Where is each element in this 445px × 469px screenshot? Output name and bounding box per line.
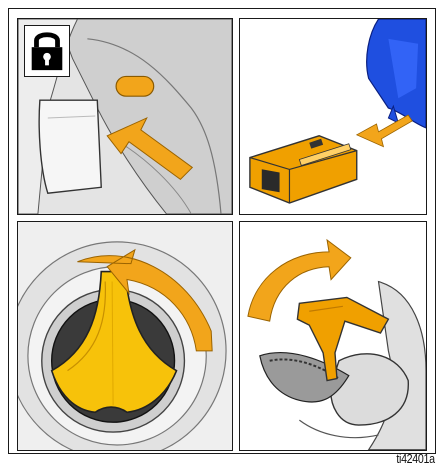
arrow-down-left-icon	[357, 115, 412, 147]
figure-id-label: ti42401a	[397, 451, 435, 466]
battery-pack	[250, 136, 357, 203]
knob-illustration	[18, 222, 232, 450]
panel-lock-trigger	[17, 18, 233, 215]
panel-rotate-handle	[239, 221, 427, 451]
lock-button	[116, 76, 154, 96]
trigger	[39, 100, 101, 193]
padlock-icon	[24, 25, 70, 77]
panel-insert-battery	[239, 18, 427, 215]
battery-illustration	[240, 19, 426, 214]
handle-illustration	[240, 222, 426, 450]
panel-rotate-knob	[17, 221, 233, 451]
